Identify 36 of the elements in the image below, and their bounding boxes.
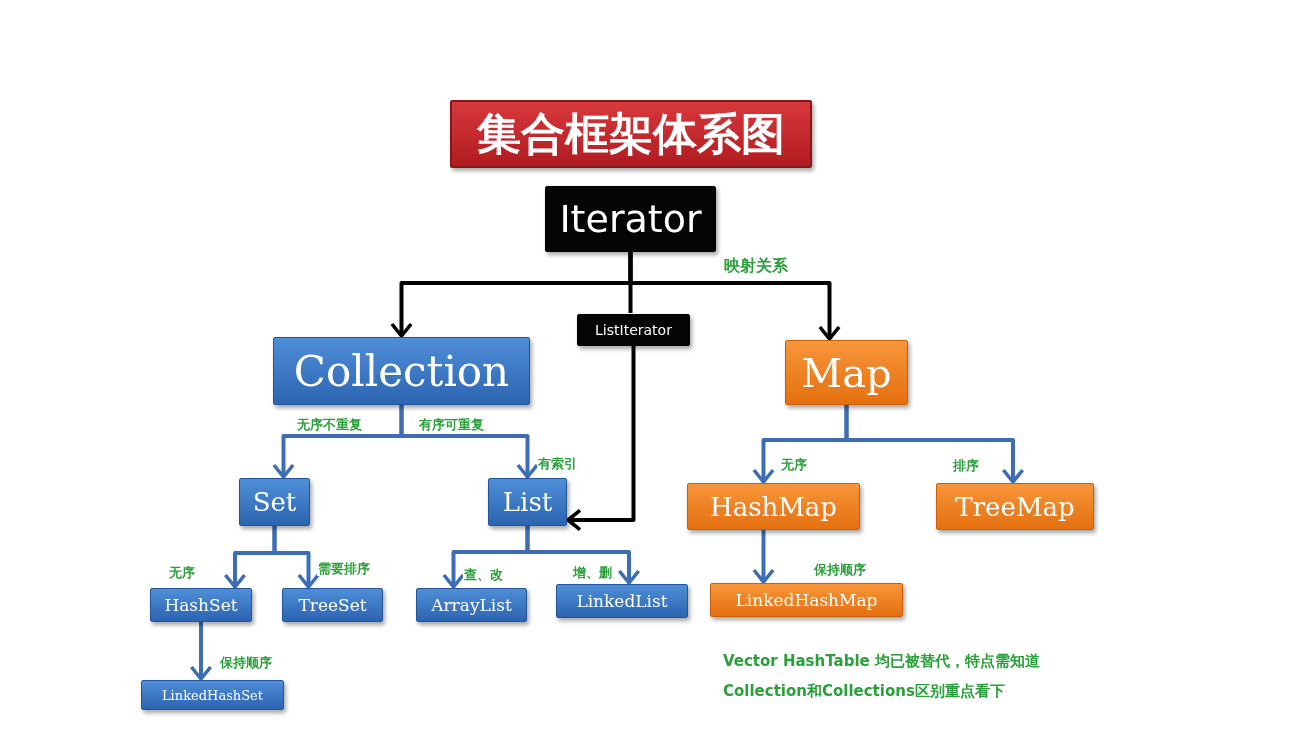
class-box: Iterator — [545, 186, 716, 252]
class-box: HashMap — [687, 483, 860, 530]
class-box: ArrayList — [416, 588, 527, 622]
class-box: Collection — [273, 337, 530, 405]
class-box: Map — [785, 340, 908, 405]
connector-arrow — [752, 530, 775, 584]
class-box: LinkedList — [556, 584, 688, 618]
note-text: Vector HashTable 均已被替代，特点需知道 — [722, 653, 1041, 670]
edge-label: 无序不重复 — [296, 418, 363, 433]
class-box: Set — [239, 478, 310, 526]
class-box: TreeSet — [282, 588, 383, 622]
class-box: LinkedHashSet — [141, 680, 284, 710]
class-box: ListIterator — [577, 314, 690, 346]
connector-arrow — [566, 346, 636, 532]
annotation-text: 有索引 — [537, 457, 578, 472]
edge-label: 排序 — [952, 459, 980, 474]
class-box: HashSet — [150, 588, 252, 622]
edge-label: 保持顺序 — [813, 563, 867, 578]
connector-arrow — [525, 526, 641, 585]
class-box: LinkedHashMap — [710, 583, 903, 617]
edge-label: 有序可重复 — [418, 418, 485, 433]
edge-label: 保持顺序 — [219, 656, 273, 671]
class-box: TreeMap — [936, 483, 1094, 530]
connector-arrow — [272, 526, 320, 589]
edge-label: 映射关系 — [723, 257, 789, 275]
edge-label: 查、改 — [463, 568, 504, 583]
title-banner: 集合框架体系图 — [450, 100, 812, 168]
connector-arrow — [399, 405, 539, 479]
connector-arrow — [189, 622, 213, 681]
class-box: List — [488, 478, 567, 526]
edge-label: 需要排序 — [317, 562, 371, 577]
note-text: Collection和Collections区别重点看下 — [722, 683, 1006, 700]
connector-arrow — [844, 405, 1025, 484]
edge-label: 增、删 — [572, 566, 613, 581]
edge-label: 无序 — [780, 458, 808, 473]
edge-label: 无序 — [168, 566, 196, 581]
